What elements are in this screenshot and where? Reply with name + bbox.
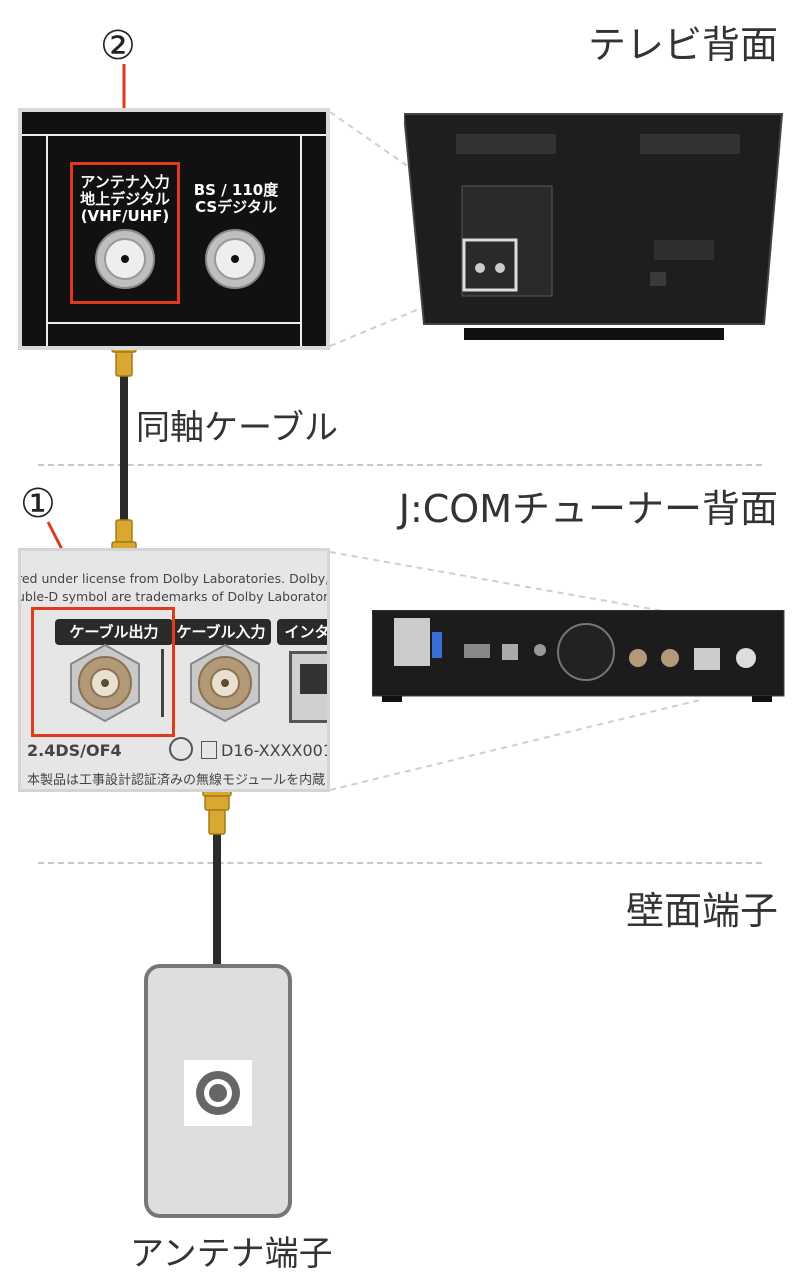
- tuner-back-image: [372, 610, 785, 702]
- tuner-cable-out-port: [70, 643, 140, 723]
- lan-port: [289, 651, 327, 723]
- highlight-antenna-input: [70, 162, 180, 304]
- coax-cable-label: 同軸ケーブル: [136, 408, 338, 448]
- bs-label-line1: BS / 110度: [193, 181, 279, 199]
- tuner-bottom-note: 本製品は工事設計認証済みの無線モジュールを内蔵し: [27, 773, 330, 788]
- cable-in-tab: ケーブル入力: [171, 619, 271, 645]
- bs-cs-label: BS / 110度 CSデジタル: [186, 182, 286, 216]
- cert-code: D16-XXXX001: [221, 741, 330, 760]
- tv-bs-port: [205, 229, 265, 289]
- cable-out-tab: ケーブル出力: [55, 619, 173, 645]
- antenna-label-line1: アンテナ入力: [80, 173, 170, 191]
- wall-antenna-plate: [144, 964, 292, 1218]
- tv-back-image: [404, 113, 784, 340]
- divider-bar: [161, 649, 164, 717]
- tv-antenna-port: [95, 229, 155, 289]
- step-marker-1: ①: [20, 481, 56, 527]
- antenna-label-line3: (VHF/UHF): [80, 207, 170, 225]
- section-label-tuner: J:COMチューナー背面: [398, 487, 778, 531]
- wall-antenna-socket: [196, 1071, 240, 1115]
- step-marker-2: ②: [100, 23, 136, 69]
- antenna-input-label: アンテナ入力 地上デジタル (VHF/UHF): [72, 174, 178, 225]
- tuner-back-panel-zoom: red under license from Dolby Laboratorie…: [18, 548, 330, 792]
- bs-label-line2: CSデジタル: [195, 198, 277, 216]
- divider-1: [38, 464, 762, 466]
- zoom-line-tuner-bottom: [329, 699, 701, 791]
- highlight-cable-out: [31, 607, 175, 737]
- divider-2: [38, 862, 762, 864]
- antenna-terminal-label: アンテナ端子: [130, 1234, 333, 1274]
- cert-box-icon: [201, 741, 217, 759]
- tuner-cable-in-port: [190, 643, 260, 723]
- section-label-wall: 壁面端子: [625, 889, 778, 933]
- antenna-label-line2: 地上デジタル: [80, 190, 170, 208]
- tuner-fine-print-1: red under license from Dolby Laboratorie…: [18, 571, 330, 586]
- cert-mark-icon: [169, 737, 193, 761]
- tv-back-panel-zoom: アンテナ入力 地上デジタル (VHF/UHF) BS / 110度 CSデジタル: [18, 108, 330, 350]
- tuner-fine-print-2: uble-D symbol are trademarks of Dolby La…: [18, 589, 330, 604]
- model-code: 2.4DS/OF4: [27, 741, 122, 760]
- zoom-line-tuner-top: [329, 551, 681, 615]
- internet-tab: インタ: [277, 619, 327, 645]
- section-label-tv: テレビ背面: [587, 23, 778, 67]
